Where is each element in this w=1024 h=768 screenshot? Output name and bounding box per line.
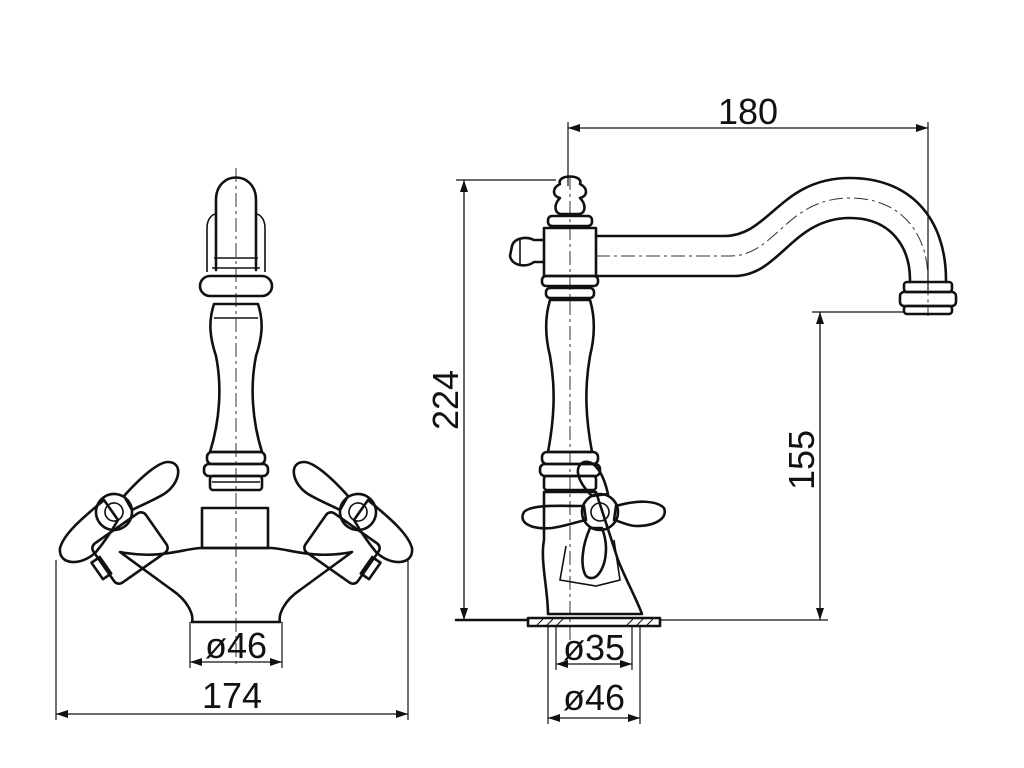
dimension-front-base-diameter: ø46 (190, 625, 282, 666)
base-plate (526, 616, 662, 628)
dimension-overall-height: 224 (425, 179, 556, 620)
dimension-side-base-outer-diameter: ø46 (548, 677, 640, 722)
dimension-overall-width: 174 (55, 560, 409, 720)
side-cross-handle (521, 460, 667, 587)
side-view: ø35 ø46 180 224 (425, 91, 958, 724)
dimension-spout-reach: 180 (567, 91, 929, 290)
spout-height-label: 155 (781, 430, 822, 490)
side-base-outer-diameter-label: ø46 (563, 677, 625, 718)
spout-reach-label: 180 (718, 91, 778, 132)
dimension-spout-height: 155 (660, 311, 904, 621)
overall-height-label: 224 (425, 370, 466, 430)
front-view: ø46 174 (55, 168, 414, 720)
overall-width-label: 174 (202, 675, 262, 716)
front-base-diameter-label: ø46 (205, 625, 267, 666)
dimension-side-base-inner-diameter: ø35 (556, 627, 632, 668)
side-base-inner-diameter-label: ø35 (563, 627, 625, 668)
